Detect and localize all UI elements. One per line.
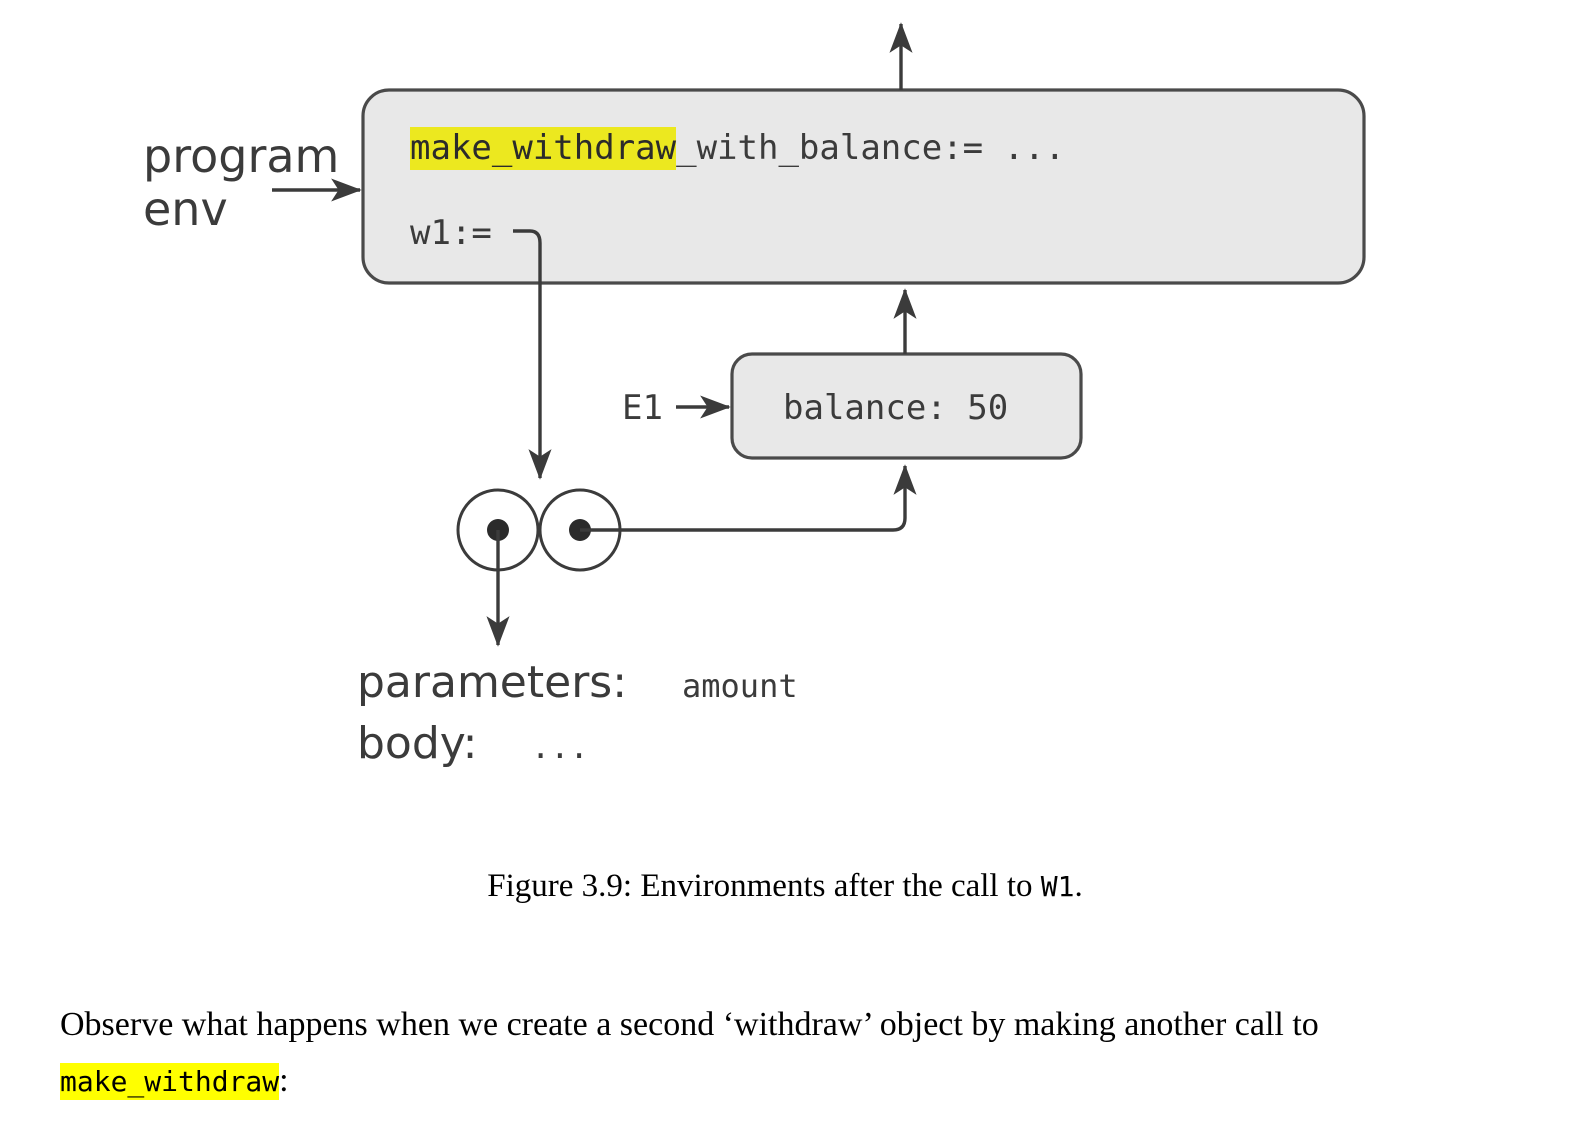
function-parameters-key: parameters: — [357, 657, 628, 708]
function-parameters-value: amount — [682, 667, 798, 705]
figure-caption-suffix: . — [1074, 868, 1083, 904]
paragraph-text-after: : — [279, 1062, 289, 1099]
figure-caption-code: W1 — [1040, 870, 1075, 903]
function-body-key: body: — [357, 718, 478, 769]
global-frame-binding-w1: w1:= — [410, 216, 492, 250]
w1-binding-text: w1:= — [410, 213, 492, 253]
make-withdraw-highlight: make_withdraw — [410, 127, 677, 170]
w1-value-pointer — [513, 229, 552, 480]
function-parent-env-arrow — [580, 464, 917, 532]
program-env-line1: program — [143, 129, 340, 183]
paragraph-text-before: Observe what happens when we create a se… — [60, 1006, 1319, 1043]
global-frame-binding-make-withdraw: make_withdraw_with_balance:= ... — [410, 127, 1066, 170]
e1-frame-label: E1 — [622, 388, 663, 428]
figure-caption: Figure 3.9: Environments after the call … — [0, 868, 1570, 905]
make-withdraw-binding-rest: _with_balance:= ... — [676, 128, 1066, 168]
body-paragraph: Observe what happens when we create a se… — [60, 997, 1480, 1110]
e1-frame-binding-balance: balance: 50 — [783, 388, 1009, 428]
figure-caption-prefix: Figure 3.9: Environments after the call … — [487, 868, 1041, 904]
function-body-value: ... — [531, 728, 589, 766]
paragraph-code-make-withdraw: make_withdraw — [60, 1063, 280, 1100]
global-frame-box — [361, 88, 1366, 285]
program-env-line2: env — [143, 182, 228, 236]
